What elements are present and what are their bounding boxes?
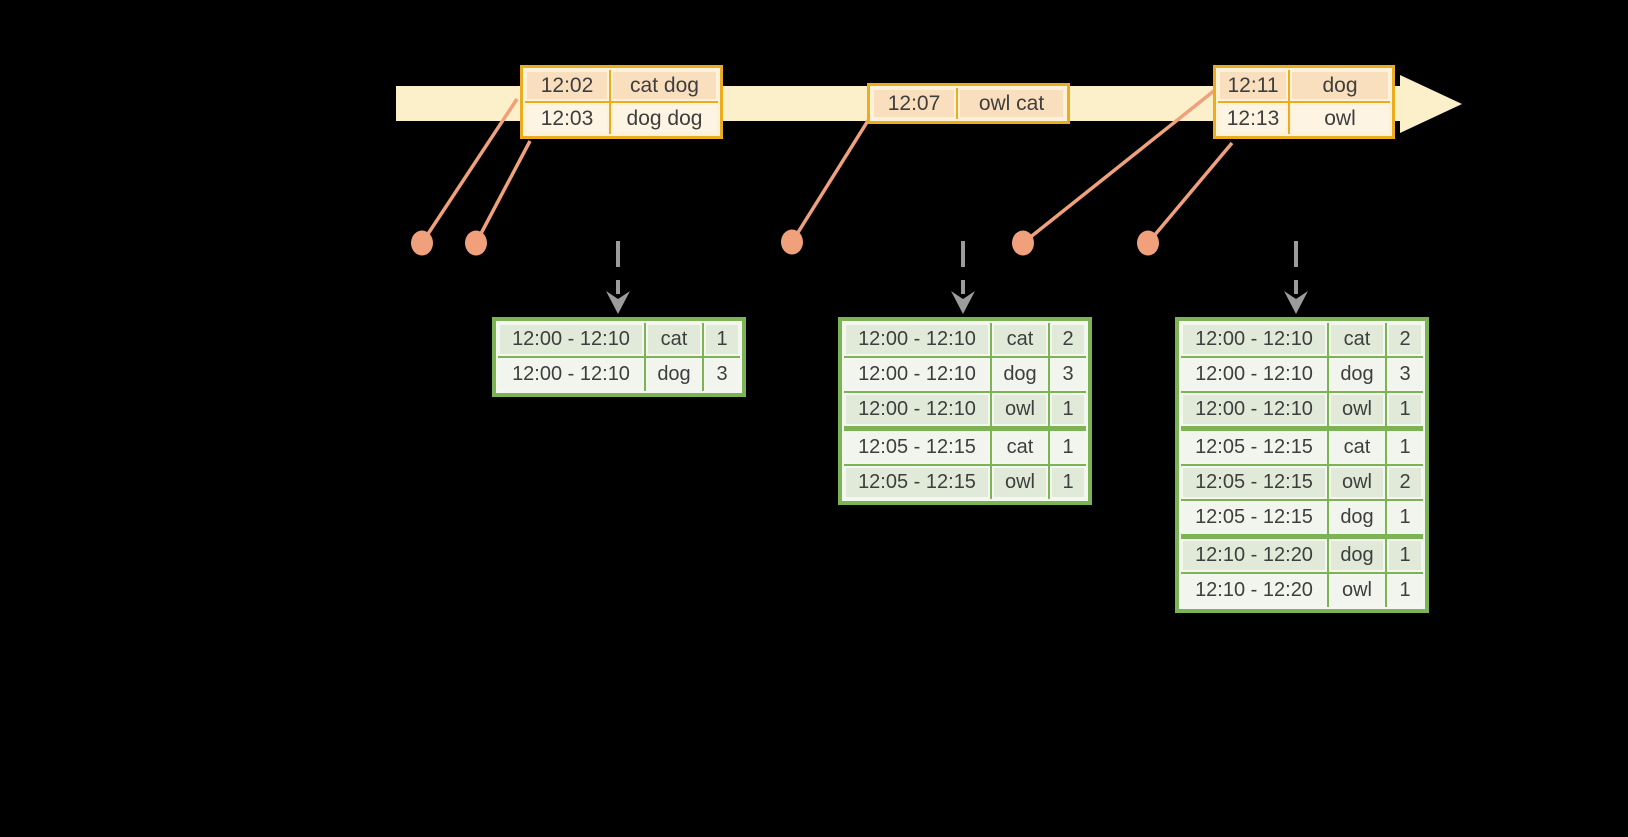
window-range-cell: 12:10 - 12:20 [1181,539,1327,572]
count-cell: 3 [1385,358,1423,391]
count-cell: 2 [1048,323,1086,356]
event-time-cell: 12:02 [525,70,609,101]
event-dot [411,230,433,256]
count-cell: 3 [1048,358,1086,391]
event-time-cell: 12:13 [1218,103,1288,134]
down-arrowhead-icon [1284,291,1308,314]
word-cell: owl [990,393,1048,426]
count-cell: 1 [1048,393,1086,426]
window-range-cell: 12:05 - 12:15 [1181,466,1327,499]
word-cell: dog [1327,539,1385,572]
word-cell: cat [644,323,702,356]
word-cell: cat [1327,431,1385,464]
window-range-cell: 12:00 - 12:10 [1181,393,1327,426]
event-dot [465,230,487,256]
window-range-cell: 12:05 - 12:15 [844,466,990,499]
window-range-cell: 12:05 - 12:15 [844,431,990,464]
word-cell: cat [990,323,1048,356]
count-cell: 2 [1385,466,1423,499]
window-range-cell: 12:05 - 12:15 [1181,501,1327,534]
word-cell: cat [1327,323,1385,356]
word-cell: dog [644,358,702,391]
count-cell: 1 [1385,574,1423,607]
window-range-cell: 12:00 - 12:10 [1181,323,1327,356]
count-cell: 1 [1385,393,1423,426]
event-dot [1012,230,1034,256]
event-words-cell: cat dog [609,70,718,101]
event-time-cell: 12:03 [525,103,609,134]
count-cell: 2 [1385,323,1423,356]
event-words-cell: dog [1288,70,1390,101]
count-cell: 1 [1385,539,1423,572]
word-cell: owl [1327,393,1385,426]
count-cell: 1 [1048,466,1086,499]
count-cell: 1 [1385,501,1423,534]
event-time-cell: 12:07 [872,88,956,119]
window-range-cell: 12:05 - 12:15 [1181,431,1327,464]
word-cell: owl [1327,574,1385,607]
event-connector-line [1021,88,1217,245]
count-cell: 1 [702,323,740,356]
window-range-cell: 12:00 - 12:10 [498,323,644,356]
window-range-cell: 12:00 - 12:10 [498,358,644,391]
window-range-cell: 12:00 - 12:10 [844,393,990,426]
event-connector-line [420,98,519,244]
down-arrowhead-icon [606,291,630,314]
word-cell: dog [1327,501,1385,534]
word-cell: cat [990,431,1048,464]
word-cell: owl [1327,466,1385,499]
event-connector-line [1146,141,1234,245]
word-cell: dog [990,358,1048,391]
event-words-cell: dog dog [609,103,718,134]
event-connector-line [790,118,871,243]
timeline-arrowhead-icon [1400,75,1462,133]
event-connector-line [474,140,532,244]
event-dot [1137,230,1159,256]
event-connector-lines [420,88,1234,245]
window-range-cell: 12:00 - 12:10 [1181,358,1327,391]
word-cell: owl [990,466,1048,499]
event-dots [411,229,1159,256]
event-time-cell: 12:11 [1218,70,1288,101]
window-range-cell: 12:10 - 12:20 [1181,574,1327,607]
event-words-cell: owl [1288,103,1390,134]
event-dot [781,229,803,255]
trigger-arrows [606,241,1308,314]
window-range-cell: 12:00 - 12:10 [844,323,990,356]
count-cell: 3 [702,358,740,391]
count-cell: 1 [1385,431,1423,464]
window-range-cell: 12:00 - 12:10 [844,358,990,391]
down-arrowhead-icon [951,291,975,314]
event-words-cell: owl cat [956,88,1065,119]
word-cell: dog [1327,358,1385,391]
count-cell: 1 [1048,431,1086,464]
